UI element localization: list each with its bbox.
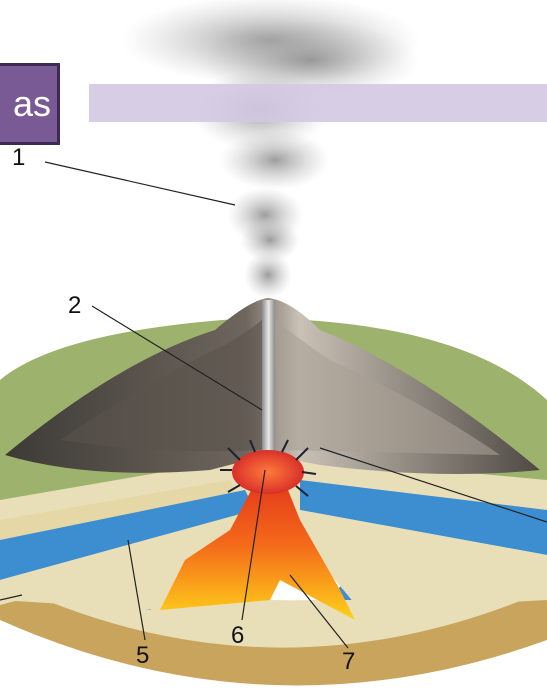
label-6: 6 (231, 624, 244, 648)
label-5: 5 (136, 644, 149, 668)
title-text: as (13, 83, 51, 124)
leader-line-1 (45, 162, 235, 205)
label-2: 2 (68, 294, 81, 318)
label-1: 1 (12, 146, 25, 170)
ash-plume (120, 0, 420, 299)
title-banner (89, 84, 547, 122)
label-7: 7 (342, 650, 355, 674)
title-box: as (0, 63, 60, 145)
